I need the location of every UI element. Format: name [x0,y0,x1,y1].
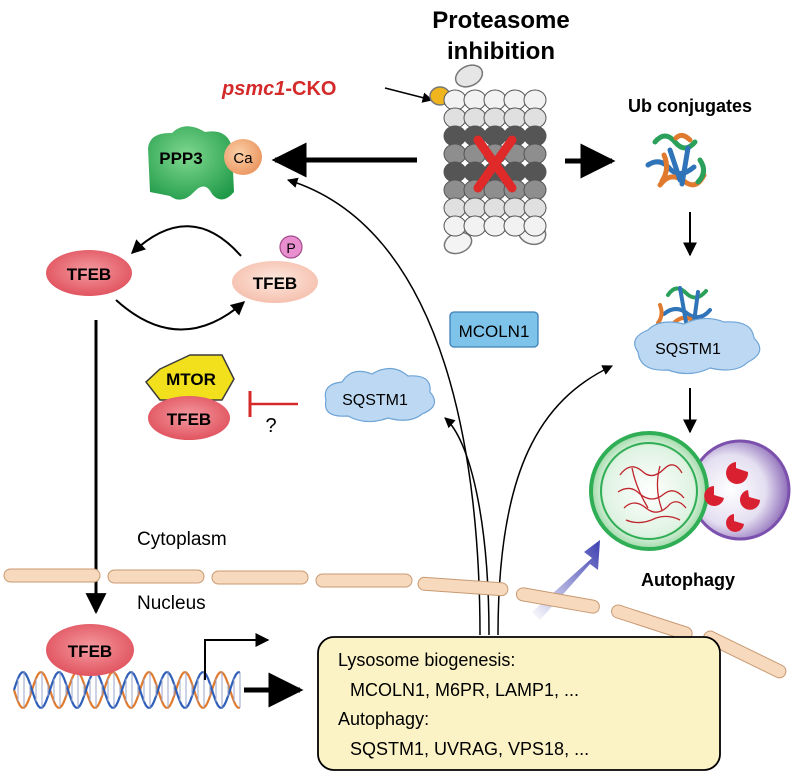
proteasome-subunit [523,107,547,129]
proteasome-subunit [463,197,487,219]
phosphate-badge [279,235,303,259]
mcoln1-label: MCOLN1 [459,322,530,341]
mcoln1-box [449,311,539,348]
ppp3-calcineurin: PPP3 Ca [148,126,262,200]
target-genes-box [317,636,721,771]
transcription-start-arrow [204,633,270,680]
proteasome-subunit [443,107,467,129]
nuclear-membrane [3,568,787,679]
auto-title: Autophagy: [338,709,429,729]
dna-strand [12,671,240,709]
psmc1-rest: -CKO [285,78,336,100]
proteasome-subunit [523,179,547,201]
tfeb-phospho-label: TFEB [253,274,297,293]
sqstm1-aggregate-icon [656,286,712,327]
nucleus-label: Nucleus [137,593,206,614]
proteasome-subunit [463,215,487,237]
ppp3-shape [148,126,234,200]
mtor-hexagon [144,354,235,401]
tfeb-node-phospho [232,261,318,303]
lyso-title: Lysosome biogenesis: [338,650,515,670]
mcoln1-to-ppp3-curve [286,177,481,636]
mtor-label: MTOR [166,370,216,389]
proteasome-subunit [483,197,507,219]
inhibition-x-icon [473,135,517,193]
proteasome-subunit [443,197,467,219]
proteasome-subunit [443,143,467,165]
proteasome-subunit [523,197,547,219]
proteasome-subunit [483,89,507,111]
proteasome-subunit [503,197,527,219]
title-line2: inhibition [447,38,555,65]
autophagosome-lysosome-icon [589,431,791,551]
tfeb-mtor-label: TFEB [167,410,211,429]
proteasome-subunit [523,215,547,237]
ca-label: Ca [233,150,253,167]
proteasome-subunit [503,215,527,237]
proteasome-subunit [523,161,547,183]
proteasome-subunit [483,125,507,147]
ub-conjugates-icon [645,132,707,188]
proteasome-subunit [483,179,507,201]
tfeb-cycle-upper-arrow [130,225,242,257]
tfeb-left-label: TFEB [67,265,111,284]
tfeb-nucleus-label: TFEB [68,642,112,661]
psmc1-pointer-arrow [384,87,434,103]
autophagosome [589,431,709,551]
to-sqstm1-right-curve [497,365,613,636]
sqstm1-middle-label: SQSTM1 [342,392,408,409]
dna-strand [12,671,240,709]
phosphate-label: P [286,240,295,256]
tfeb-bound-mtor [148,396,230,440]
proteasome-subunit [523,89,547,111]
proteasome-subunit [443,89,467,111]
proteasome-subunit [503,89,527,111]
autophagy-label: Autophagy [641,570,735,590]
proteasome-subunit [483,107,507,129]
dna-helix [12,671,241,709]
ub-conjugates-label: Ub conjugates [628,96,752,116]
proteasome-subunit [443,161,467,183]
proteasome-subunit [443,215,467,237]
mcoln1-to-sqstm1-curve [444,417,490,636]
psmc1-italic: psmc1 [221,78,285,100]
sqstm1-cloud-right [634,317,761,375]
proteasome-icon [429,64,547,255]
proteasome-subunit [503,107,527,129]
proteasome-subunit [443,179,467,201]
ca-ion [224,139,262,175]
proteasome-subunit [523,143,547,165]
cytoplasm-label: Cytoplasm [137,529,227,550]
tfeb-nucleus [46,624,134,676]
proteasome-subunit [463,89,487,111]
proteasome-subunit [443,125,467,147]
question-mark: ? [265,415,276,437]
title-line1: Proteasome [432,7,569,34]
ppp3-label: PPP3 [159,149,202,168]
lyso-list: MCOLN1, M6PR, LAMP1, ... [350,680,579,700]
proteasome-subunit [523,125,547,147]
proteasome-subunit [483,215,507,237]
sqstm1-cloud-middle [324,367,436,423]
tfeb-node-left [46,250,132,296]
auto-list: SQSTM1, UVRAG, VPS18, ... [350,739,589,759]
sqstm1-right-label: SQSTM1 [655,341,721,358]
psmc1-cko-label: psmc1-CKO [221,78,336,100]
tfeb-cycle-lower-arrow [115,299,246,331]
mtor-tfeb-complex: MTOR TFEB [144,354,235,440]
proteasome-subunit [463,107,487,129]
